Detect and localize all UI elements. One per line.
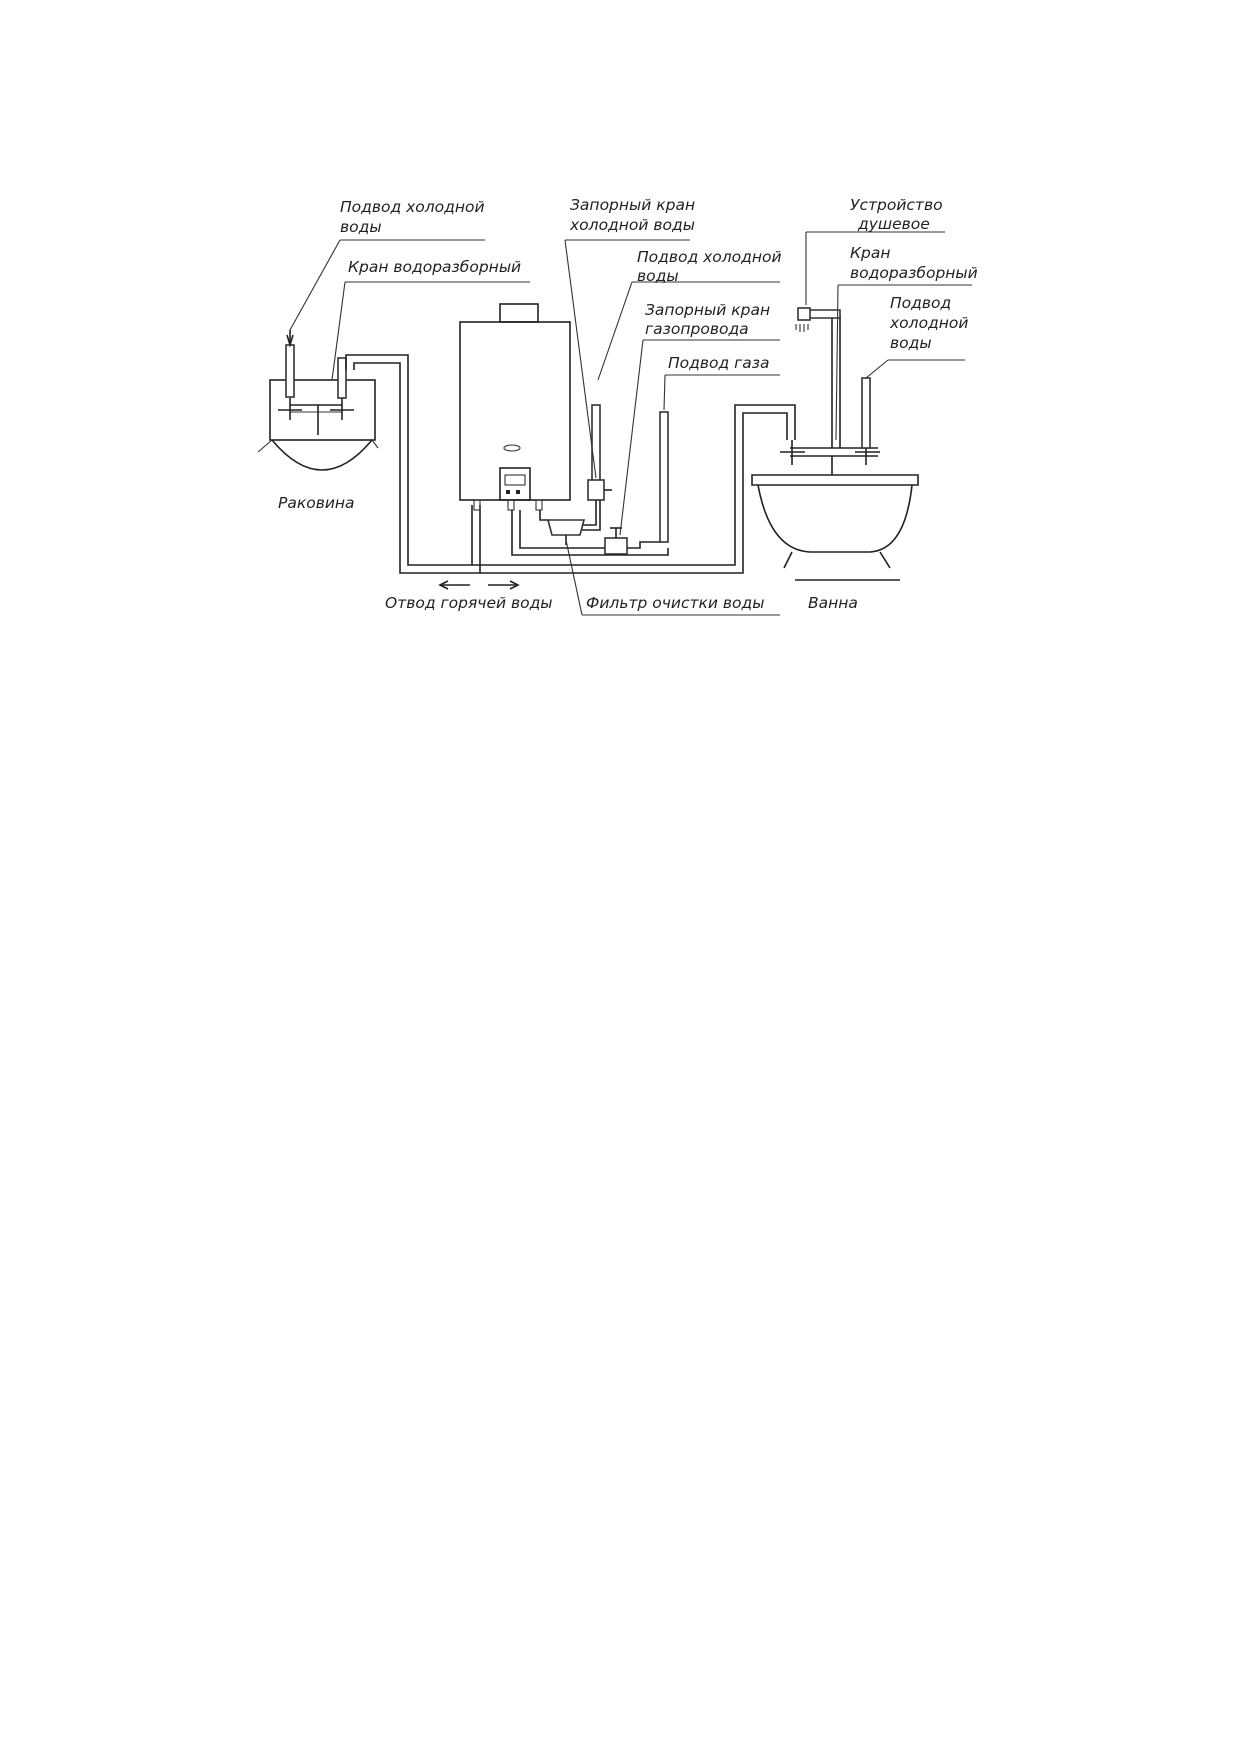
label-sink-cold-supply-l2: воды — [340, 218, 382, 236]
label-shutoff-gas-l2: газопровода — [645, 320, 749, 338]
gas-supply-pipe — [659, 411, 669, 543]
label-bath-cold-supply-l3: воды — [890, 334, 932, 352]
hot-water-arrows — [438, 580, 520, 590]
label-bath: Ванна — [808, 594, 858, 612]
label-sink-faucet: Кран водоразборный — [348, 258, 521, 276]
bath-cold-supply-pipe — [861, 377, 871, 449]
label-bath-faucet-l2: водоразборный — [850, 264, 978, 282]
leader-lines — [286, 231, 972, 616]
label-sink: Раковина — [278, 494, 355, 512]
label-gas-supply: Подвод газа — [668, 354, 770, 372]
bath — [751, 474, 919, 581]
water-heater-installation-diagram: Подвод холодной воды Кран водоразборный … — [257, 196, 978, 616]
bath-faucet — [780, 377, 880, 475]
label-bath-cold-supply-l1: Подвод — [890, 294, 951, 312]
label-heater-cold-supply-l2: воды — [637, 267, 679, 285]
shutoff-valve-cold — [587, 479, 605, 501]
label-sink-cold-supply-l1: Подвод холодной — [340, 198, 485, 216]
shower-head — [795, 307, 841, 448]
shutoff-valve-gas — [604, 537, 628, 555]
label-hot-water-outlet: Отвод горячей воды — [385, 594, 553, 612]
label-bath-cold-supply-l2: холодной — [889, 314, 968, 332]
sink — [257, 344, 379, 471]
label-shower-l1: Устройство — [850, 196, 943, 214]
label-bath-faucet-l1: Кран — [850, 244, 890, 262]
label-shutoff-gas-l1: Запорный кран — [645, 301, 770, 319]
heater-cold-supply-pipe — [591, 404, 601, 486]
label-heater-cold-supply-l1: Подвод холодной — [637, 248, 782, 266]
sink-hot-pipe — [345, 354, 473, 566]
water-heater — [459, 303, 571, 511]
bath-hot-pipe — [472, 404, 796, 566]
label-water-filter: Фильтр очистки воды — [586, 594, 764, 612]
label-shutoff-cold-l2: холодной воды — [569, 216, 695, 234]
label-shower-l2: душевое — [857, 215, 930, 233]
label-shutoff-cold-l1: Запорный кран — [570, 196, 695, 214]
